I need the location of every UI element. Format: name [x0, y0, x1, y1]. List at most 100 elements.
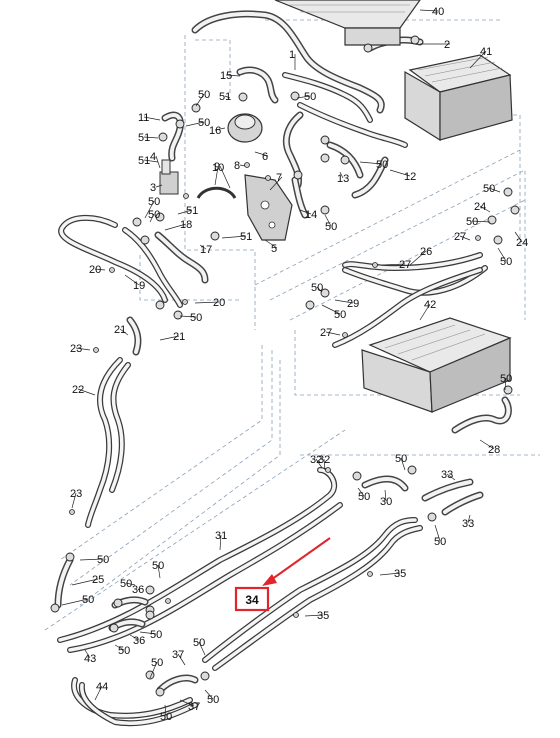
leader-line	[194, 301, 220, 304]
highlight-box	[234, 586, 270, 612]
leader-line	[334, 299, 354, 304]
leader-line	[479, 205, 491, 213]
leader-line	[143, 159, 159, 163]
leader-line	[514, 231, 523, 243]
leader-line	[125, 582, 136, 586]
pipe-group-lower	[57, 467, 484, 727]
leader-line	[219, 534, 222, 551]
part-label: 29	[347, 298, 359, 310]
part-label: 50	[148, 196, 160, 208]
part-label: 4	[150, 151, 156, 163]
leader-line	[225, 74, 241, 77]
leader-line	[214, 127, 226, 131]
part-label: 50	[376, 159, 388, 171]
leader-line	[114, 644, 125, 651]
leader-lines	[61, 9, 523, 717]
highlight-callout: 34	[234, 537, 331, 612]
assembly-guide-lines	[44, 19, 540, 631]
part-label: 33	[462, 518, 474, 530]
part-label: 35	[317, 610, 329, 622]
component-40	[274, 0, 421, 46]
leader-line	[497, 247, 507, 262]
leader-line	[143, 136, 159, 139]
leader-line	[384, 489, 387, 502]
part-label: 50	[500, 256, 512, 268]
leader-line	[177, 653, 186, 666]
hose-clamps	[50, 35, 520, 697]
part-label: 50	[160, 711, 172, 723]
part-label: 50	[334, 309, 346, 321]
part-label: 43	[84, 653, 96, 665]
leader-line	[304, 614, 324, 617]
part-label: 28	[488, 444, 500, 456]
part-label: 33	[441, 469, 453, 481]
part-label: 50	[325, 221, 337, 233]
highlight-arrow-line	[267, 537, 331, 583]
part-label: 19	[133, 280, 145, 292]
part-label: 50	[304, 91, 316, 103]
part-label: 37	[188, 701, 200, 713]
leader-line	[79, 558, 104, 561]
part-label: 12	[404, 171, 416, 183]
leader-line	[164, 704, 167, 717]
leader-line	[239, 164, 246, 167]
part-label: 7	[276, 172, 282, 184]
leader-line	[264, 239, 278, 249]
leader-line	[504, 377, 507, 391]
part-label: 27	[399, 259, 411, 271]
part-label: 51	[186, 205, 198, 217]
bolts	[69, 162, 481, 618]
leader-line	[185, 121, 205, 127]
part-label: 26	[420, 246, 432, 258]
part-label: 23	[70, 343, 82, 355]
pipe-group-left	[54, 214, 183, 609]
leader-line	[149, 213, 155, 223]
leader-line	[467, 514, 471, 524]
leader-line	[219, 165, 231, 189]
part-label: 50	[152, 560, 164, 572]
leader-line	[321, 304, 341, 315]
leader-line	[214, 166, 219, 186]
leader-line	[296, 95, 311, 99]
part-label: 50	[311, 282, 323, 294]
component-41	[404, 54, 513, 142]
leader-line	[488, 187, 501, 193]
leader-line	[139, 631, 157, 635]
part-label: 50	[150, 629, 162, 641]
part-label: 50	[82, 594, 94, 606]
leader-line	[94, 685, 103, 701]
part-label: 14	[305, 209, 317, 221]
part-label: 51	[219, 91, 231, 103]
part-label: 1	[289, 49, 295, 61]
part-label: 9	[214, 161, 220, 173]
leader-line	[71, 492, 77, 509]
leader-line	[119, 328, 129, 336]
part-label: 36	[133, 635, 145, 647]
leader-line	[434, 524, 441, 542]
leader-line	[325, 331, 341, 336]
part-label: 21	[114, 324, 126, 336]
part-label: 10	[212, 162, 224, 174]
leader-line	[71, 578, 99, 586]
part-label: 21	[173, 331, 185, 343]
part-label: 16	[209, 125, 221, 137]
part-label: 13	[337, 173, 349, 185]
component-pump-16	[227, 113, 263, 143]
leader-line	[471, 220, 491, 223]
leader-line	[61, 598, 89, 606]
leader-line	[155, 155, 161, 169]
leader-line	[177, 209, 193, 215]
part-label: 50	[190, 312, 202, 324]
part-label: 2	[444, 39, 450, 51]
part-label: 18	[180, 219, 192, 231]
part-label: 22	[72, 384, 84, 396]
component-valve-3	[159, 159, 179, 195]
part-label: 36	[132, 584, 144, 596]
highlight-label: 34	[245, 593, 259, 607]
part-label: 50	[193, 637, 205, 649]
part-label: 50	[358, 491, 370, 503]
leader-line	[143, 116, 161, 121]
pipe-group-right	[332, 252, 512, 434]
leader-line	[155, 184, 163, 188]
